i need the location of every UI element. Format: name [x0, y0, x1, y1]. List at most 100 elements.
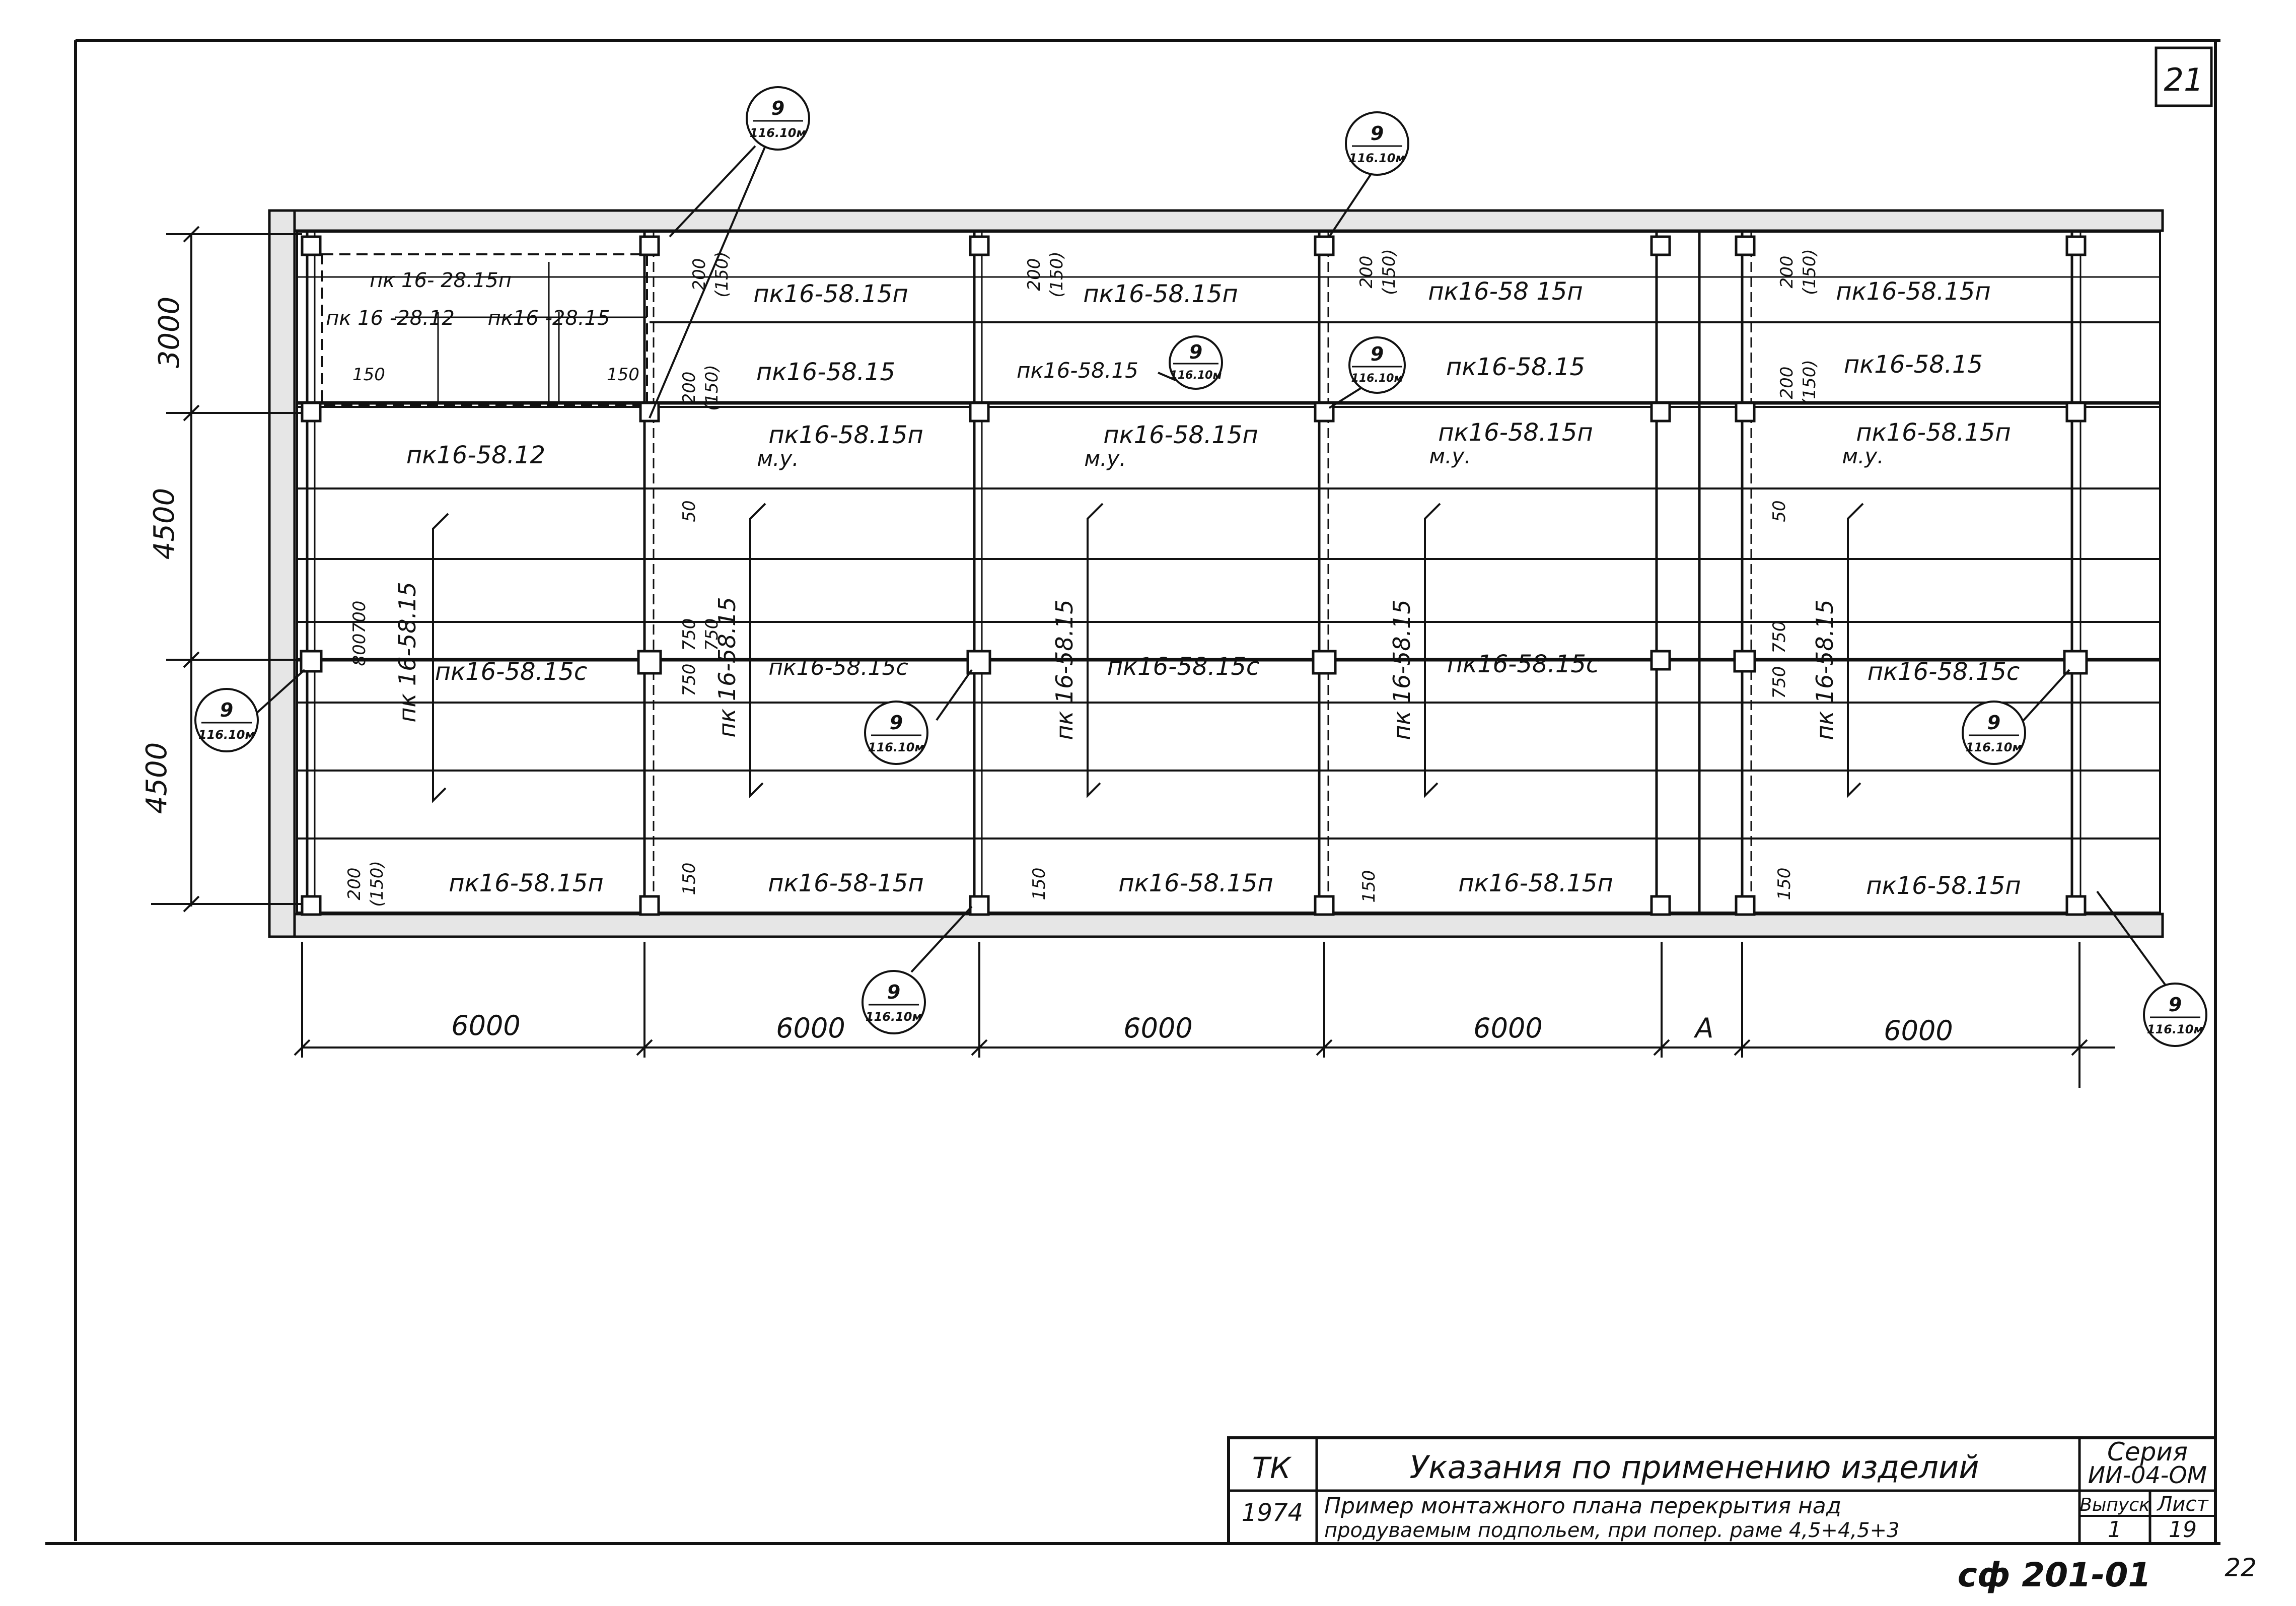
vertical-label-3: пк 16-58.15 — [1051, 599, 1078, 740]
callout-1-sub: 116.10м — [750, 126, 806, 140]
slab-label-top-6: пк16-58.15п — [1836, 277, 1991, 306]
small-dim-200-b: 200 — [1024, 258, 1044, 291]
callout-2-num: 9 — [1371, 122, 1384, 145]
horizontal-dimension-labels: 6000 6000 6000 6000 А 6000 — [451, 1010, 1953, 1046]
issue-value: 1 — [2108, 1517, 2122, 1543]
slab-label-top-2: пк16-58.15п — [753, 280, 908, 308]
slab-label-second-3: пк16-58.15 — [1017, 358, 1138, 383]
slab-label-third-6: пк16-58.15п — [1856, 418, 2011, 447]
mu-label-3: м.у. — [1084, 446, 1126, 471]
issue-label: Выпуск — [2079, 1495, 2150, 1515]
vertical-label-2: пк 16-58.15 — [713, 597, 741, 737]
small-dim-150-e: 150 — [1359, 870, 1379, 903]
small-dim-150-c: 150 — [679, 863, 699, 895]
slab-labels: пк16-58.15п пк16-58.15п пк16-58 15п пк16… — [326, 269, 2021, 900]
sheet-number: 21 — [2164, 61, 2204, 98]
callout-8-num: 9 — [1987, 712, 2000, 734]
slab-label-bottom-6: пк16-58.15п — [1866, 872, 2021, 900]
title-block — [1227, 1436, 2217, 1545]
callout-7-num: 9 — [887, 981, 900, 1003]
small-dim-150-d: 150 — [1029, 868, 1049, 900]
slab-label-mid-1: пк16-58.15с — [435, 658, 588, 686]
sheet-number-box: 21 — [2155, 46, 2213, 107]
slab-label-mid-3: пк16-58.15с — [1107, 653, 1260, 681]
vertical-label-1: пк 16-58.15 — [394, 582, 421, 722]
dim-4500-lower: 4500 — [140, 742, 173, 814]
section-callouts — [194, 86, 2207, 1047]
small-dim-150p-g: (150) — [367, 861, 387, 906]
vertical-dimension-labels: 3000 4500 4500 — [140, 297, 186, 814]
sheet-label: Лист — [2156, 1493, 2209, 1516]
small-dim-150p-b: (150) — [1047, 251, 1067, 297]
dim-6000-1: 6000 — [451, 1010, 520, 1041]
slab-label-second-2: пк16-58.15 — [756, 358, 895, 386]
vertical-slab-labels: пк 16-58.15 пк 16-58.15 пк 16-58.15 пк 1… — [394, 582, 1838, 740]
vertical-dimensions — [151, 226, 302, 913]
small-dim-150p-c: (150) — [1379, 249, 1399, 295]
small-dim-150p-a: (150) — [712, 251, 732, 297]
slab-label-mid-4: пк16-58.15с — [1447, 650, 1600, 678]
slab-label-top-4: пк16-58 15п — [1428, 277, 1583, 306]
sheet-value: 19 — [2169, 1517, 2197, 1543]
callout-3-num: 9 — [1189, 341, 1202, 363]
slab-label-bottom-1: пк16-58.15п — [449, 869, 604, 897]
first-bay-label-3: пк16 -28.15 — [488, 307, 610, 330]
small-dim-200-e: 200 — [679, 372, 699, 404]
slab-label-bottom-2: пк16-58-15п — [768, 869, 924, 897]
small-dim-150-a: 150 — [352, 365, 385, 385]
sheet-frame — [45, 39, 2220, 1545]
slab-label-second-6: пк16-58.15 — [1844, 351, 1983, 379]
small-dimensions: 200 (150) 200 (150) 200 (150) 200 (150) … — [344, 249, 1820, 906]
small-dim-200-g: 200 — [344, 868, 365, 900]
callout-7-sub: 116.10м — [866, 1010, 922, 1024]
callout-6-num: 9 — [890, 712, 903, 734]
pointer-lines — [432, 503, 1864, 803]
horizontal-dimensions — [294, 942, 2115, 1088]
mu-label-6: м.у. — [1842, 444, 1884, 468]
callout-1-num: 9 — [771, 97, 784, 119]
dim-a: А — [1694, 1012, 1714, 1044]
vertical-label-4: пк 16-58.15 — [1388, 599, 1415, 740]
small-dim-150p-f: (150) — [1800, 360, 1820, 405]
callout-8-sub: 116.10м — [1966, 740, 2022, 754]
callout-9-sub: 116.10м — [2147, 1022, 2203, 1036]
callout-5-num: 9 — [220, 699, 233, 721]
small-dim-200-c: 200 — [1356, 256, 1377, 289]
small-dim-750-d: 750 — [1769, 621, 1789, 654]
stamp-code: сф 201-01 — [1958, 1556, 2151, 1594]
callout-2-sub: 116.10м — [1349, 151, 1405, 165]
small-dim-700: 700 — [349, 601, 370, 634]
dim-6000-3: 6000 — [1123, 1012, 1192, 1044]
slab-label-bottom-3: пк16-58.15п — [1118, 869, 1273, 897]
slab-label-bottom-4: пк16-58.15п — [1458, 869, 1613, 897]
slab-label-second-4: пк16-58.15 — [1446, 353, 1585, 381]
small-dim-750-b: 750 — [679, 664, 699, 696]
callout-9-num: 9 — [2169, 994, 2182, 1016]
small-dim-200-d: 200 — [1777, 256, 1797, 289]
frame-columns — [306, 232, 2082, 913]
vertical-label-6: пк 16-58.15 — [1811, 599, 1838, 740]
small-dim-150p-e: (150) — [702, 365, 722, 410]
slab-label-mid-2: пк16-58.15с — [768, 655, 908, 680]
small-dim-150p-d: (150) — [1800, 249, 1820, 295]
slab-label-third-1: пк16-58.12 — [406, 441, 545, 469]
dim-6000-4: 6000 — [1473, 1012, 1542, 1044]
callout-4-num: 9 — [1371, 343, 1384, 365]
first-bay-label-1: пк 16- 28.15п — [370, 269, 512, 292]
slab-label-mid-6: пк16-58.15с — [1868, 658, 2020, 686]
slab-label-third-3: пк16-58.15п — [1103, 421, 1258, 449]
small-dim-50-a: 50 — [679, 500, 699, 522]
callout-5-sub: 116.10м — [198, 728, 255, 742]
description-line-1: Пример монтажного плана перекрытия над — [1324, 1493, 1841, 1519]
dim-6000-5: 6000 — [1884, 1015, 1953, 1046]
mu-label-4: м.у. — [1429, 444, 1471, 468]
small-dim-750-e: 750 — [1769, 666, 1789, 699]
dim-6000-2: 6000 — [776, 1012, 845, 1044]
small-dim-150-b: 150 — [607, 365, 639, 385]
archive-stamp: сф 201-01 22 — [1958, 1553, 2257, 1594]
small-dim-50-b: 50 — [1769, 500, 1789, 522]
main-title: Указания по применению изделий — [1409, 1449, 1979, 1486]
perimeter-wall — [268, 209, 2164, 938]
series-label: Серия — [2107, 1437, 2188, 1467]
